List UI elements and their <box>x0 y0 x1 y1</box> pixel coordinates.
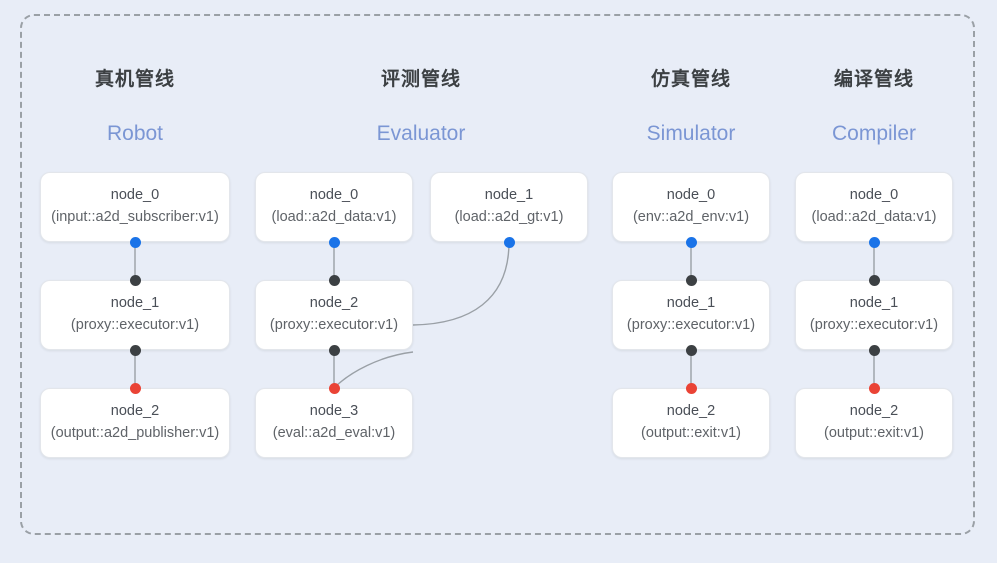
node-name-label: node_1 <box>484 187 534 204</box>
port-sink-evaluator-8[interactable] <box>328 382 340 394</box>
node-name-label: node_2 <box>110 403 160 420</box>
node-name-label: node_2 <box>309 295 359 312</box>
node-type-label: (proxy::executor:v1) <box>626 317 756 333</box>
node-type-label: (load::a2d_gt:v1) <box>454 209 564 225</box>
node-type-label: (load::a2d_data:v1) <box>811 209 937 225</box>
node-name-label: node_0 <box>849 187 899 204</box>
node-type-label: (proxy::executor:v1) <box>809 317 939 333</box>
node-type-label: (output::exit:v1) <box>641 425 741 441</box>
node-box-compiler-node_1[interactable]: node_1(proxy::executor:v1) <box>795 280 953 350</box>
node-box-simulator-node_0[interactable]: node_0(env::a2d_env:v1) <box>612 172 770 242</box>
port-relay-robot-2[interactable] <box>129 344 141 356</box>
port-relay-robot-1[interactable] <box>129 274 141 286</box>
port-relay-compiler-15[interactable] <box>868 344 880 356</box>
node-name-label: node_0 <box>110 187 160 204</box>
port-source-evaluator-5[interactable] <box>503 236 515 248</box>
node-name-label: node_0 <box>309 187 359 204</box>
port-source-evaluator-4[interactable] <box>328 236 340 248</box>
port-source-simulator-9[interactable] <box>685 236 697 248</box>
port-relay-evaluator-7[interactable] <box>328 344 340 356</box>
node-name-label: node_1 <box>110 295 160 312</box>
node-type-label: (eval::a2d_eval:v1) <box>272 425 396 441</box>
node-box-robot-node_1[interactable]: node_1(proxy::executor:v1) <box>40 280 230 350</box>
node-box-compiler-node_2[interactable]: node_2(output::exit:v1) <box>795 388 953 458</box>
node-box-robot-node_2[interactable]: node_2(output::a2d_publisher:v1) <box>40 388 230 458</box>
port-sink-robot-3[interactable] <box>129 382 141 394</box>
node-name-label: node_0 <box>666 187 716 204</box>
port-source-compiler-13[interactable] <box>868 236 880 248</box>
port-relay-simulator-10[interactable] <box>685 274 697 286</box>
node-type-label: (load::a2d_data:v1) <box>271 209 397 225</box>
node-box-simulator-node_1[interactable]: node_1(proxy::executor:v1) <box>612 280 770 350</box>
node-type-label: (input::a2d_subscriber:v1) <box>51 209 219 225</box>
node-type-label: (proxy::executor:v1) <box>269 317 399 333</box>
port-source-robot-0[interactable] <box>129 236 141 248</box>
port-relay-evaluator-6[interactable] <box>328 274 340 286</box>
node-type-label: (output::a2d_publisher:v1) <box>50 425 220 441</box>
node-box-simulator-node_2[interactable]: node_2(output::exit:v1) <box>612 388 770 458</box>
node-name-label: node_1 <box>849 295 899 312</box>
node-box-robot-node_0[interactable]: node_0(input::a2d_subscriber:v1) <box>40 172 230 242</box>
node-name-label: node_2 <box>666 403 716 420</box>
node-box-compiler-node_0[interactable]: node_0(load::a2d_data:v1) <box>795 172 953 242</box>
node-box-evaluator-node_1[interactable]: node_1(load::a2d_gt:v1) <box>430 172 588 242</box>
node-box-evaluator-node_2[interactable]: node_2(proxy::executor:v1) <box>255 280 413 350</box>
port-sink-compiler-16[interactable] <box>868 382 880 394</box>
node-box-evaluator-node_3[interactable]: node_3(eval::a2d_eval:v1) <box>255 388 413 458</box>
dashed-container-frame <box>20 14 975 535</box>
node-type-label: (output::exit:v1) <box>824 425 924 441</box>
port-sink-simulator-12[interactable] <box>685 382 697 394</box>
node-name-label: node_3 <box>309 403 359 420</box>
node-type-label: (env::a2d_env:v1) <box>632 209 750 225</box>
node-box-evaluator-node_0[interactable]: node_0(load::a2d_data:v1) <box>255 172 413 242</box>
node-name-label: node_2 <box>849 403 899 420</box>
node-name-label: node_1 <box>666 295 716 312</box>
node-type-label: (proxy::executor:v1) <box>70 317 200 333</box>
port-relay-compiler-14[interactable] <box>868 274 880 286</box>
port-relay-simulator-11[interactable] <box>685 344 697 356</box>
